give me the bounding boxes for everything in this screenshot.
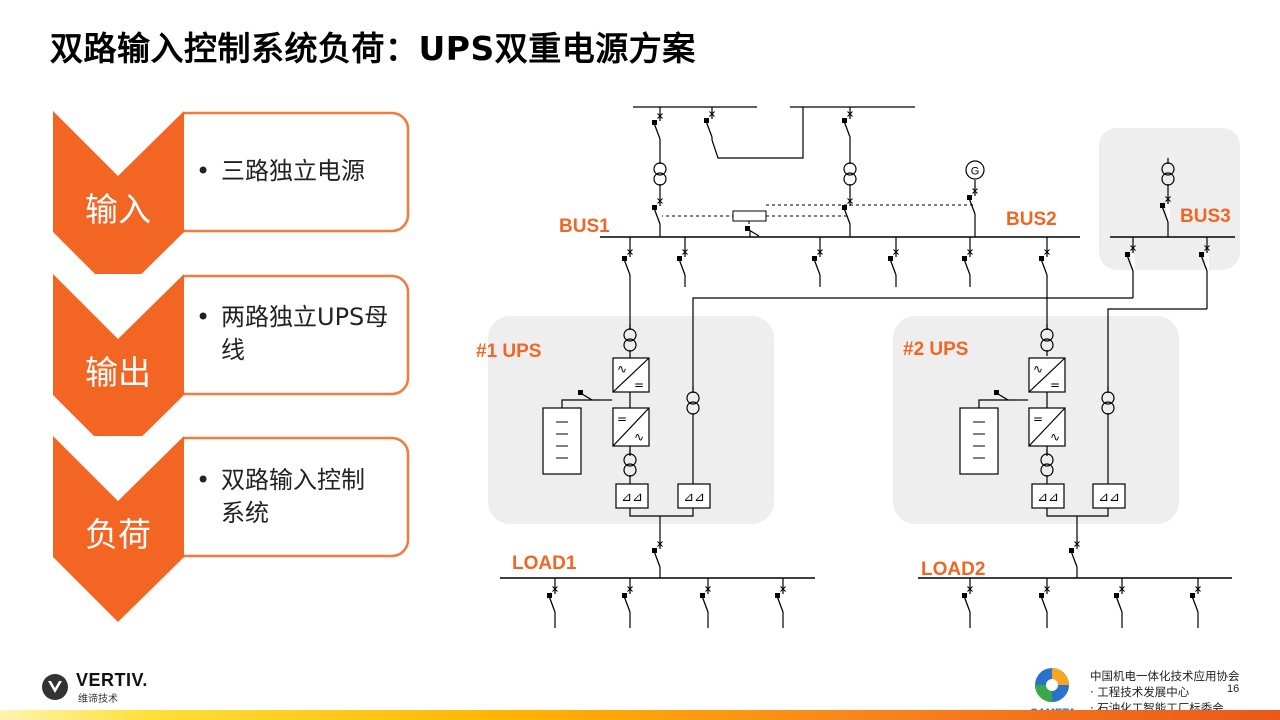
breaker-icon bbox=[842, 198, 853, 225]
step-3-shapes bbox=[53, 436, 410, 622]
ups2-label: #2 UPS bbox=[903, 339, 968, 360]
breaker-icon bbox=[704, 111, 715, 138]
step-1-notch bbox=[53, 111, 184, 176]
breakers: ⊿⊿ ⊿⊿ ⊿⊿ ⊿⊿ bbox=[547, 111, 1210, 613]
generator-symbol bbox=[965, 160, 985, 180]
step-1-label: 输入 bbox=[85, 190, 151, 229]
step-1-shapes bbox=[53, 111, 410, 297]
breaker-icon bbox=[888, 249, 899, 276]
step-1-bullet: •三路独立电源 bbox=[196, 157, 365, 185]
breaker-icon bbox=[1114, 586, 1125, 613]
breaker-icon bbox=[1039, 586, 1050, 613]
svg-text:=: = bbox=[1033, 412, 1043, 426]
bus2-label: BUS2 bbox=[1006, 209, 1057, 230]
step-chevrons bbox=[53, 111, 410, 622]
breaker-icon bbox=[994, 390, 1009, 401]
breaker-icon bbox=[1069, 541, 1080, 568]
breaker-icon bbox=[962, 586, 973, 613]
svg-text:∿: ∿ bbox=[1050, 430, 1060, 444]
breaker-icon bbox=[652, 113, 663, 140]
breaker-icon bbox=[652, 541, 663, 568]
step-3-label: 负荷 bbox=[85, 515, 151, 554]
ups1-internals bbox=[542, 323, 711, 578]
breaker-icon bbox=[1039, 249, 1050, 276]
breaker-icon bbox=[547, 586, 558, 613]
step-1-chevron bbox=[53, 111, 184, 297]
breaker-icon bbox=[1160, 196, 1171, 223]
step-2-label: 输出 bbox=[85, 353, 151, 392]
static-switch-icon: ⊿⊿ bbox=[683, 490, 705, 505]
load1-label: LOAD1 bbox=[512, 553, 577, 574]
svg-text:=: = bbox=[617, 412, 627, 426]
breaker-icon bbox=[622, 249, 633, 276]
page-number: 16 bbox=[1227, 683, 1240, 695]
svg-text:=: = bbox=[634, 378, 644, 392]
vertiv-logo-icon bbox=[42, 674, 68, 700]
step-2-notch bbox=[53, 274, 184, 339]
breaker-icon bbox=[842, 111, 853, 138]
interlock-block bbox=[732, 210, 767, 222]
static-switch-icon: ⊿⊿ bbox=[1037, 490, 1059, 505]
step-2-shapes bbox=[53, 274, 410, 460]
page-title: 双路输入控制系统负荷：UPS双重电源方案 bbox=[50, 29, 696, 68]
svg-text:=: = bbox=[1050, 378, 1060, 392]
breaker-icon bbox=[1190, 586, 1201, 613]
breaker-icon bbox=[775, 586, 786, 613]
breaker-icon bbox=[812, 249, 823, 276]
breaker-icon bbox=[745, 226, 760, 237]
step-2-chevron bbox=[53, 274, 184, 460]
transformer-1 bbox=[653, 157, 667, 191]
converter-glyphs: ∿ = = ∿ ∿ = = ∿ bbox=[617, 362, 1060, 444]
load2-label: LOAD2 bbox=[921, 559, 985, 580]
bus3-box bbox=[1099, 128, 1240, 270]
breaker-icon bbox=[578, 390, 593, 401]
breaker-icon bbox=[677, 249, 688, 276]
svg-text:∿: ∿ bbox=[617, 362, 627, 376]
transformer-2 bbox=[843, 157, 857, 191]
ups2-internals bbox=[959, 323, 1126, 578]
svg-text:∿: ∿ bbox=[1033, 362, 1043, 376]
vertiv-brand-cn: 维谛技术 bbox=[78, 694, 118, 705]
generator-label: G bbox=[971, 166, 980, 178]
bus3-label: BUS3 bbox=[1180, 206, 1231, 227]
bus1-label: BUS1 bbox=[559, 216, 610, 237]
svg-text:∿: ∿ bbox=[634, 430, 644, 444]
breaker-icon bbox=[1199, 245, 1210, 272]
breaker-icon bbox=[700, 586, 711, 613]
step-2-bullet: •两路独立UPS母线 bbox=[196, 303, 389, 364]
step-3-bullet: •双路输入控制系统 bbox=[196, 466, 365, 527]
load-feeders bbox=[554, 578, 1199, 628]
interlock-lines bbox=[660, 204, 975, 230]
battery-marks bbox=[556, 421, 985, 459]
static-switch-icon: ⊿⊿ bbox=[1098, 490, 1120, 505]
breaker-icon bbox=[622, 586, 633, 613]
static-switch-icon: ⊿⊿ bbox=[621, 490, 643, 505]
ups1-label: #1 UPS bbox=[476, 341, 541, 362]
org-info: 中国机电一体化技术应用协会 · 工程技术发展中心 · 石油化工智能工厂标委会 bbox=[1090, 669, 1240, 715]
step-3-chevron bbox=[53, 436, 184, 622]
breaker-icon bbox=[967, 188, 978, 215]
footer-gradient-bar bbox=[0, 710, 1280, 720]
vertiv-brand: VERTIV. bbox=[76, 670, 148, 690]
breaker-icon bbox=[962, 249, 973, 276]
breaker-icon bbox=[1125, 245, 1136, 272]
step-3-notch bbox=[53, 436, 184, 501]
breaker-icon bbox=[652, 198, 663, 225]
